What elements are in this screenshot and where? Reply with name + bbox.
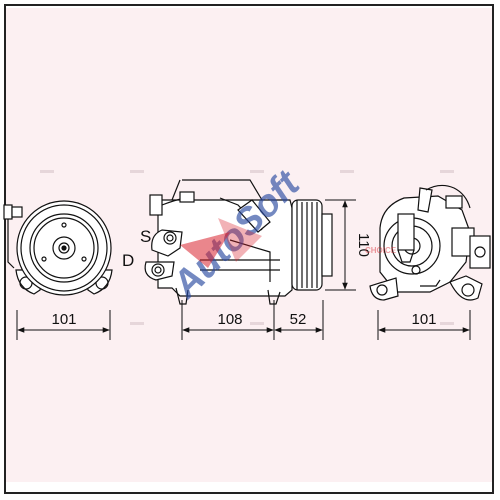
front-width-label: 101 — [51, 311, 76, 328]
height-label: 110 — [355, 233, 372, 257]
background-watermark-marks — [40, 170, 454, 325]
frame-border — [4, 4, 494, 494]
rear-view — [369, 184, 491, 301]
watermark-overlay-text: CHOICE — [365, 246, 397, 255]
discharge-port-label: D — [122, 251, 134, 270]
rear-width-label: 101 — [411, 311, 436, 328]
pulley-depth-label: 52 — [290, 311, 307, 328]
front-view — [3, 200, 113, 296]
front-width-dimension — [16, 310, 111, 340]
side-length-label: 108 — [217, 311, 242, 328]
suction-port-label: S — [140, 227, 151, 246]
side-length-dimension — [181, 300, 275, 340]
pulley-depth-dimension — [274, 300, 324, 340]
side-view — [144, 179, 333, 305]
height-dimension — [325, 199, 356, 291]
rear-width-dimension — [377, 310, 471, 340]
